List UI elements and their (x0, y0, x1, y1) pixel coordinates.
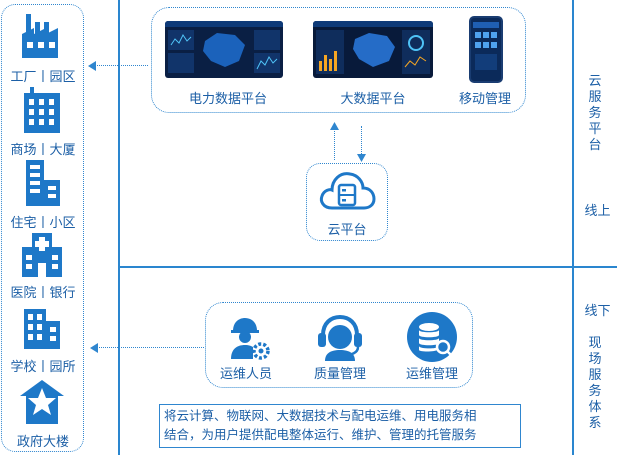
platform-label-mobile: 移动管理 (458, 92, 511, 107)
cloud-up-arrow (334, 128, 335, 160)
arrow-left-bottom-icon (90, 343, 98, 353)
cloud-platform-panel (306, 163, 388, 241)
platform-to-buildings-arrow (92, 65, 148, 66)
building-label-hospital: 医院丨银行 (10, 286, 76, 301)
right-label-offline: 线下 (584, 304, 611, 319)
cloud-server-icon (319, 172, 376, 210)
building-label-mall: 商场丨大厦 (10, 143, 76, 158)
residence-icon (26, 160, 60, 206)
buildings-panel (1, 4, 84, 452)
factory-icon (22, 14, 58, 58)
service-label-quality: 质量管理 (313, 367, 366, 382)
headset-icon (318, 314, 362, 361)
right-divider (572, 0, 574, 455)
right-label-cloud-service: 云服务平台 (588, 74, 602, 153)
building-label-school: 学校丨园所 (10, 360, 76, 375)
services-panel (205, 302, 473, 388)
maintenance-staff-icon (231, 318, 270, 360)
right-label-onsite-service: 现场服务体系 (588, 336, 602, 431)
online-offline-divider (118, 266, 617, 268)
bigdata-platform-screenshot (313, 21, 433, 78)
arrow-up-icon (330, 122, 339, 130)
building-icon (24, 87, 60, 133)
services-to-buildings-arrow (94, 347, 204, 348)
ops-management-icon (407, 312, 457, 362)
platform-label-power: 电力数据平台 (188, 92, 267, 107)
school-icon (24, 309, 60, 349)
description-line-1: 将云计算、物联网、大数据技术与配电运维、用电服务相 (164, 408, 477, 423)
building-label-factory: 工厂丨园区 (10, 70, 76, 85)
description-box (159, 404, 521, 448)
power-platform-screenshot (165, 21, 283, 78)
building-label-government: 政府大楼 (16, 435, 69, 450)
hospital-icon (22, 233, 62, 277)
cloud-platform-label: 云平台 (327, 223, 367, 238)
building-label-residence: 住宅丨小区 (10, 216, 76, 231)
government-icon (20, 380, 64, 424)
arrow-down-icon (357, 154, 366, 162)
description-line-2: 结合，为用户提供配电整体运行、维护、管理的托管服务 (164, 427, 477, 442)
arrow-left-top-icon (88, 61, 96, 71)
cloud-down-arrow (361, 126, 362, 156)
service-label-staff: 运维人员 (219, 367, 272, 382)
platforms-panel (151, 7, 526, 113)
service-label-ops: 运维管理 (405, 367, 458, 382)
mobile-screenshot (469, 16, 503, 83)
right-label-online: 线上 (584, 204, 611, 219)
platform-label-bigdata: 大数据平台 (340, 92, 406, 107)
left-divider (118, 0, 120, 455)
